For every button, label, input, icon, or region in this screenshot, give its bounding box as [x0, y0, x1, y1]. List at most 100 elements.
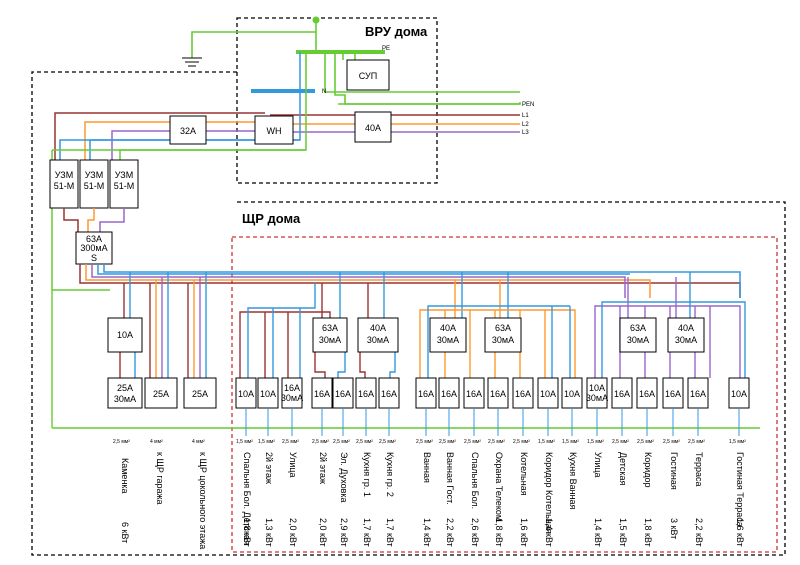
rcd-group3-b	[667, 317, 705, 353]
rcd-g3a-l2: 30мА	[627, 335, 649, 345]
circuit-name: 2й этаж	[318, 452, 328, 484]
pe-bus-label: PE	[382, 46, 390, 52]
rcd-g3b-l2: 30мА	[675, 335, 697, 345]
rcd-g1a-l1: 63А	[322, 323, 338, 333]
circuit-name: Кухня Ванная	[568, 452, 578, 510]
meter-label: WH	[267, 126, 282, 136]
left-feeders: 2,5 мм² Каменка 6 кВт 4 мм² к ЩР гаража …	[113, 439, 208, 549]
left-feeder-name: Каменка	[120, 458, 130, 494]
circuit-name: Спальня Бол. Детская	[242, 452, 252, 545]
circuit-name: Детская	[618, 452, 628, 485]
circuit-breaker-label: 16А	[639, 389, 655, 399]
circuit-breaker-label: 16А	[515, 389, 531, 399]
input-lines	[270, 103, 520, 133]
circuit-breaker-label: 16А	[441, 389, 457, 399]
meter-box	[254, 115, 294, 145]
uzm3-line2: 51-М	[114, 181, 135, 191]
vru-frame	[236, 17, 438, 184]
main-rcd-l2: 300мА	[80, 243, 107, 253]
breaker-10a-label: 10А	[117, 330, 133, 340]
circuit-breaker-label: 16А	[314, 389, 330, 399]
circuit-cable: 2,5 мм²	[612, 439, 629, 445]
circuit-name: Котельная	[519, 452, 529, 496]
uzm3-line1: УЗМ	[115, 170, 133, 180]
circuit-power: 2,0 кВт	[318, 518, 328, 547]
l2-label: L2	[522, 122, 529, 128]
circuit-breaker-label: 16А	[335, 389, 351, 399]
vru-title: ВРУ дома	[365, 24, 428, 39]
circuit-name: Охрана Телеком	[494, 452, 504, 521]
circuit-power: 1,7 кВт	[362, 518, 372, 547]
rcd-group1-a	[312, 317, 348, 353]
circuit-cable: 1,5 мм²	[729, 439, 746, 445]
circuit-breaker-label: 10А	[589, 383, 605, 393]
circuit-name: Ванная Гост.	[445, 452, 455, 505]
uzm1-line1: УЗМ	[55, 170, 73, 180]
circuit-cable: 2,5 мм²	[439, 439, 456, 445]
rcd-g2b-l2: 30мА	[492, 335, 514, 345]
uzm-relay-1	[49, 159, 79, 209]
circuit-cable: 2,5 мм²	[637, 439, 654, 445]
rcd-group1-b	[357, 317, 399, 353]
uzm-relay-2	[79, 159, 109, 209]
circuit-power: 2,9 кВт	[339, 518, 349, 547]
circuit-breaker-label: 10А	[238, 389, 254, 399]
circuit-breaker-label: 16А	[418, 389, 434, 399]
uzm1-line2: 51-М	[54, 181, 75, 191]
circuit-breaker-label: 16А	[690, 389, 706, 399]
circuit-cable: 2,5 мм²	[488, 439, 505, 445]
breaker-25a-garage-label: 25А	[153, 389, 169, 399]
circuit-cable: 1,5 мм²	[562, 439, 579, 445]
circuit-name: Терраса	[694, 452, 704, 487]
rcd-g3a-l1: 63А	[630, 323, 646, 333]
rcd-g3b-l1: 40А	[678, 323, 694, 333]
l3-label: L3	[522, 130, 529, 136]
rcd-group2-a	[429, 317, 467, 353]
circuit-cable: 1,5 мм²	[236, 439, 253, 445]
circuit-power: 2,6 кВт	[470, 518, 480, 547]
circuit-name: Ванная	[422, 452, 432, 483]
circuit-name: 2й этаж	[264, 452, 274, 484]
circuit-cable: 2,5 мм²	[464, 439, 481, 445]
circuit-breaker-label: 16А	[466, 389, 482, 399]
circuit-name: Коридор	[643, 452, 653, 488]
circuit-power: 1,7 кВт	[385, 518, 395, 547]
sup-box	[346, 59, 390, 91]
vru-breaker-label: 40A	[365, 123, 381, 133]
circuit-cable: 2,5 мм²	[379, 439, 396, 445]
left-feeder-cable: 2,5 мм²	[113, 439, 130, 445]
rcd-g1a-l2: 30мА	[319, 335, 341, 345]
shr-title: ЩР дома	[242, 211, 301, 226]
circuit-power: 1,8 кВт	[242, 518, 252, 547]
rcd-group3-a	[619, 317, 657, 353]
uzm-to-rcd	[63, 208, 125, 232]
circuit-power: 1,3 кВт	[264, 518, 274, 547]
rcd-g1b-l1: 40А	[370, 323, 386, 333]
circuit-power: 1,4 кВт	[593, 518, 603, 547]
circuit-breaker-label: 16А	[381, 389, 397, 399]
circuit-power: 1,8 кВт	[643, 518, 653, 547]
ground-symbol	[182, 57, 202, 67]
main-breaker-label: 32A	[180, 126, 196, 136]
circuit-breaker-label: 16А	[284, 383, 300, 393]
circuit-name: Гостиная	[669, 452, 679, 490]
left-feeder-cable: 4 мм²	[150, 439, 163, 445]
sup-label: СУП	[359, 71, 377, 81]
inner-red-frame	[231, 236, 778, 553]
breaker-10a-kamenka	[107, 317, 143, 353]
breaker-25a-garage	[144, 377, 178, 409]
circuit-cable: 1,5 мм²	[587, 439, 604, 445]
circuit-cable: 2,5 мм²	[312, 439, 329, 445]
rcd-g2b-l1: 63А	[495, 323, 511, 333]
left-feeder-cable: 4 мм²	[192, 439, 205, 445]
l1-label: L1	[522, 113, 529, 119]
uzm-group: УЗМ 51-М УЗМ 51-М УЗМ 51-М	[49, 159, 139, 209]
circuit-cable: 2,5 мм²	[688, 439, 705, 445]
circuit-cable: 2,5 мм²	[663, 439, 680, 445]
circuit-power: 1,5 кВт	[618, 518, 628, 547]
n-bus-label: N	[322, 89, 326, 95]
left-feeder-power: 6 кВт	[120, 522, 130, 543]
